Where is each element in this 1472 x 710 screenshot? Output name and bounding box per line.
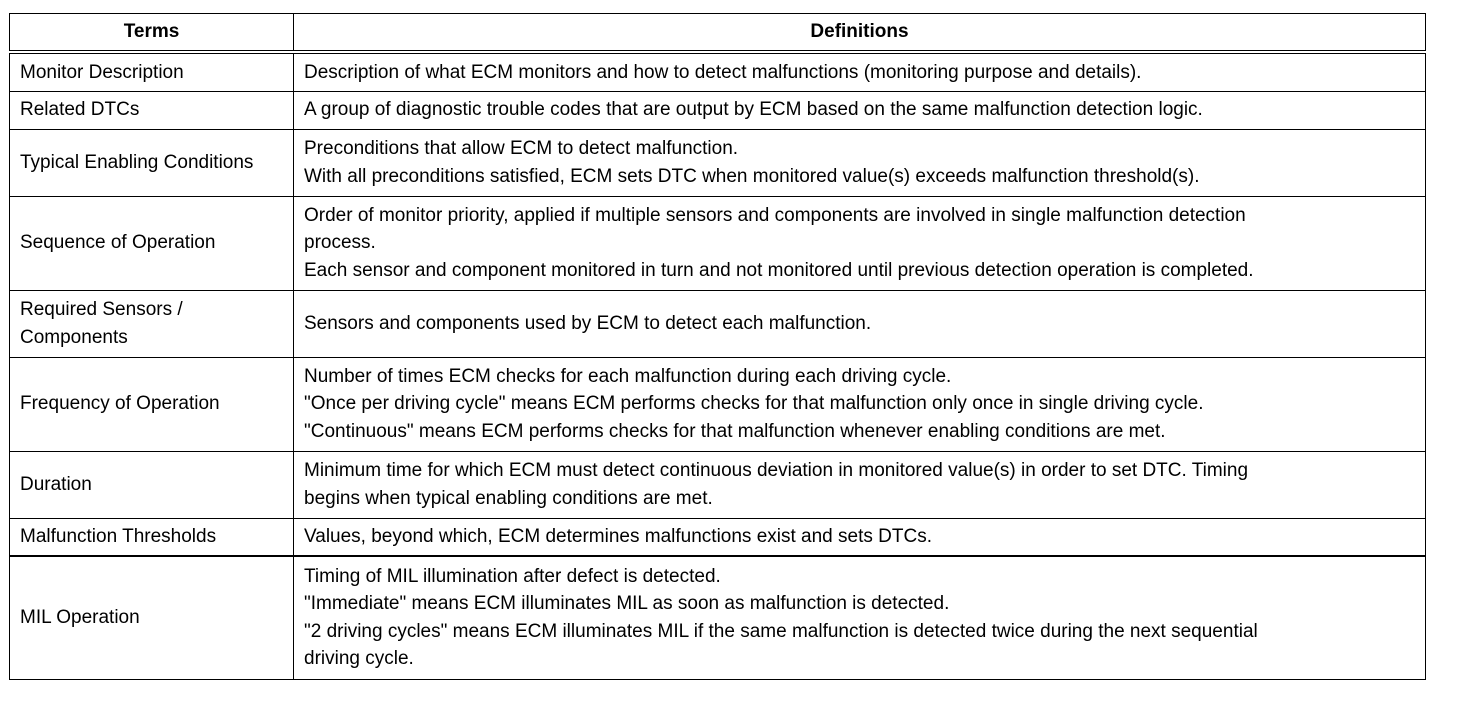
table-row: MIL Operation Timing of MIL illumination… xyxy=(9,555,1426,680)
term-cell: Sequence of Operation xyxy=(9,195,294,291)
term-text: Duration xyxy=(20,473,92,495)
definition-text: Each sensor and component monitored in t… xyxy=(304,259,1254,281)
term-cell: Duration xyxy=(9,450,294,519)
definition-cell: Timing of MIL illumination after defect … xyxy=(293,555,1426,680)
term-text: Required Sensors / xyxy=(20,299,183,320)
definition-text: Preconditions that allow ECM to detect m… xyxy=(304,138,739,159)
term-cell: Required Sensors / Components xyxy=(9,289,294,358)
term-cell: Related DTCs xyxy=(9,90,294,130)
definition-text: Timing of MIL illumination after defect … xyxy=(304,565,721,587)
table-row: Duration Minimum time for which ECM must… xyxy=(9,450,1426,519)
definition-cell: Sensors and components used by ECM to de… xyxy=(293,289,1426,358)
definition-text: Minimum time for which ECM must detect c… xyxy=(304,460,1249,481)
header-definitions: Definitions xyxy=(293,13,1426,53)
term-text: Sequence of Operation xyxy=(20,232,216,254)
term-text: Typical Enabling xyxy=(20,151,159,173)
table-row: Typical Enabling Conditions Precondition… xyxy=(9,128,1426,197)
definition-cell: Values, beyond which, ECM determines mal… xyxy=(293,517,1426,557)
definition-text: Sensors and components used by ECM to de… xyxy=(304,312,872,334)
definition-text: Order of monitor priority, applied if mu… xyxy=(304,204,1246,226)
table-row: Required Sensors / Components Sensors an… xyxy=(9,289,1426,358)
table-header-row: Terms Definitions xyxy=(9,13,1426,53)
table-row: Related DTCs A group of diagnostic troub… xyxy=(9,90,1426,130)
header-terms: Terms xyxy=(9,13,294,53)
term-cell: MIL Operation xyxy=(9,555,294,680)
definition-text: "Immediate" means ECM illuminates MIL as… xyxy=(304,593,950,615)
definition-text: Values, beyond which, ECM determines mal… xyxy=(304,526,932,547)
term-text: Conditions xyxy=(163,151,254,173)
terms-definitions-table: Terms Definitions Monitor Description De… xyxy=(9,13,1426,680)
term-text: Malfunction Thresholds xyxy=(20,526,217,547)
definition-text: Number of times ECM checks for each malf… xyxy=(304,365,952,387)
table-row: Monitor Description Description of what … xyxy=(9,51,1426,92)
definition-text: Description of what ECM monitors and how… xyxy=(304,61,1142,83)
definition-cell: Number of times ECM checks for each malf… xyxy=(293,356,1426,452)
definition-cell: Preconditions that allow ECM to detect m… xyxy=(293,128,1426,197)
term-text: Frequency of Operation xyxy=(20,393,220,415)
term-text: MIL Operation xyxy=(20,607,140,628)
definition-text: A group of diagnostic trouble codes that… xyxy=(304,99,1203,121)
definition-text: begins when typical enabling conditions … xyxy=(304,487,713,509)
term-cell: Malfunction Thresholds xyxy=(9,517,294,557)
definition-text: "Once per driving cycle" means ECM perfo… xyxy=(304,393,1204,415)
table-row: Sequence of Operation Order of monitor p… xyxy=(9,195,1426,291)
definition-text: "2 driving cycles" means ECM illuminates… xyxy=(304,620,1258,642)
definition-cell: Order of monitor priority, applied if mu… xyxy=(293,195,1426,291)
term-text: Components xyxy=(20,326,128,348)
definition-text: "Continuous" means ECM performs checks f… xyxy=(304,420,1166,442)
term-cell: Typical Enabling Conditions xyxy=(9,128,294,197)
definition-cell: Minimum time for which ECM must detect c… xyxy=(293,450,1426,519)
term-text: Monitor Description xyxy=(20,61,184,83)
table-body: Monitor Description Description of what … xyxy=(9,51,1426,680)
table-row: Malfunction Thresholds Values, beyond wh… xyxy=(9,517,1426,557)
table-row: Frequency of Operation Number of times E… xyxy=(9,356,1426,452)
definition-cell: Description of what ECM monitors and how… xyxy=(293,51,1426,92)
term-text: Related DTCs xyxy=(20,99,140,121)
definition-cell: A group of diagnostic trouble codes that… xyxy=(293,90,1426,130)
definition-text: With all preconditions satisfied, ECM se… xyxy=(304,165,1200,187)
term-cell: Monitor Description xyxy=(9,51,294,92)
definition-text: driving cycle. xyxy=(304,648,414,670)
definition-text: process. xyxy=(304,232,376,254)
term-cell: Frequency of Operation xyxy=(9,356,294,452)
